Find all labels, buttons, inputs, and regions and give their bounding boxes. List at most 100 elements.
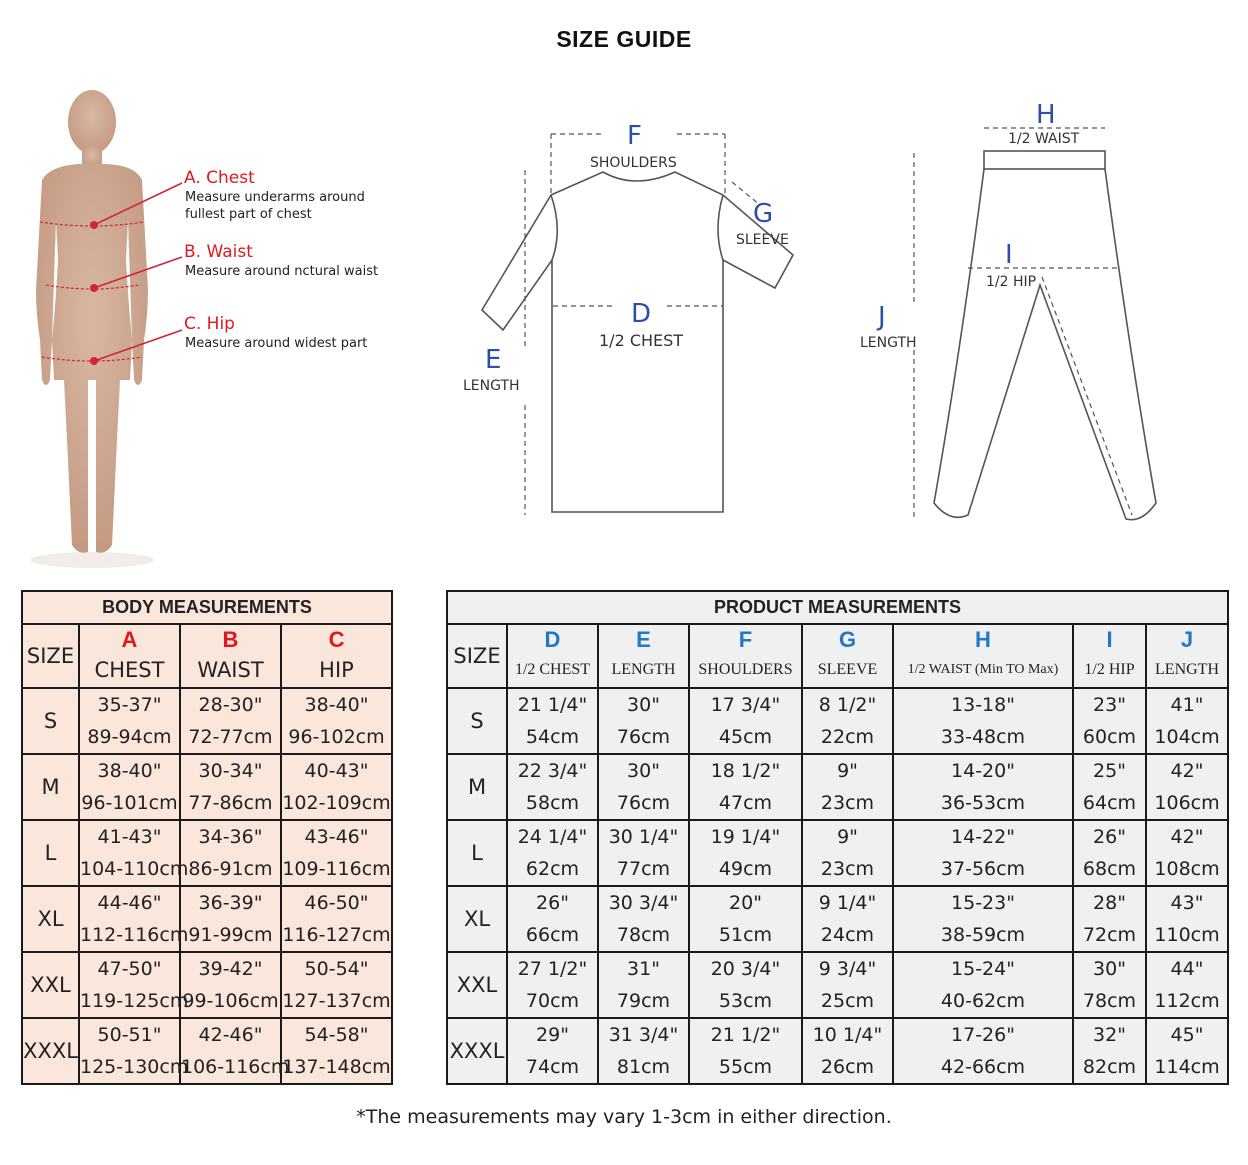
cm-value: 38-59cm bbox=[940, 924, 1026, 946]
inch-value: 46-50" bbox=[304, 892, 369, 914]
measurement-cell: 15-23"38-59cm bbox=[892, 885, 1074, 953]
measurement-cell: 42"106cm bbox=[1144, 753, 1230, 821]
cm-value: 82cm bbox=[1082, 1056, 1137, 1078]
inch-value: 26" bbox=[536, 892, 569, 914]
half-chest-header: D 1/2 CHEST bbox=[506, 623, 599, 689]
cm-value: 137-148cm bbox=[282, 1056, 391, 1078]
cm-value: 112-116cm bbox=[80, 924, 189, 946]
shirt-length-letter: E bbox=[485, 345, 501, 375]
measurement-cell: 22 3/4"58cm bbox=[506, 753, 599, 821]
measurement-cell: 34-36"86-91cm bbox=[179, 819, 282, 887]
measurement-cell: 31 3/4"81cm bbox=[597, 1017, 690, 1085]
cm-value: 23cm bbox=[820, 858, 875, 880]
inch-value: 17 3/4" bbox=[710, 694, 781, 716]
inch-value: 9 1/4" bbox=[818, 892, 877, 914]
size-cell: XXL bbox=[446, 951, 508, 1019]
column-letter: B bbox=[222, 627, 239, 652]
cm-value: 112cm bbox=[1154, 990, 1220, 1012]
pants-outline bbox=[933, 150, 1157, 521]
chest-desc-2: fullest part of chest bbox=[185, 207, 312, 222]
inch-value: 50-54" bbox=[304, 958, 369, 980]
cm-value: 91-99cm bbox=[188, 924, 273, 946]
inch-value: 24 1/4" bbox=[517, 826, 588, 848]
cm-value: 104cm bbox=[1154, 726, 1220, 748]
column-letter: E bbox=[636, 627, 651, 652]
size-cell: S bbox=[21, 687, 80, 755]
cm-value: 104-110cm bbox=[80, 858, 189, 880]
measurement-cell: 30"76cm bbox=[597, 687, 690, 755]
cm-value: 51cm bbox=[718, 924, 773, 946]
measurement-cell: 20 3/4"53cm bbox=[688, 951, 803, 1019]
cm-value: 125-130cm bbox=[80, 1056, 189, 1078]
sleeve-letter: G bbox=[753, 199, 773, 229]
cm-value: 78cm bbox=[616, 924, 671, 946]
page-title: SIZE GUIDE bbox=[556, 26, 692, 52]
measurement-cell: 14-20"36-53cm bbox=[892, 753, 1074, 821]
body-measurements-table: BODY MEASUREMENTS SIZE A CHEST B WAIST C… bbox=[20, 590, 394, 1085]
human-silhouette bbox=[36, 90, 148, 553]
measurement-cell: 9 1/4"24cm bbox=[801, 885, 894, 953]
measurement-cell: 15-24"40-62cm bbox=[892, 951, 1074, 1019]
inch-value: 20" bbox=[729, 892, 762, 914]
sleeve-header: G SLEEVE bbox=[801, 623, 894, 689]
pants-diagram: H 1/2 WAIST I 1/2 HIP J LENGTH bbox=[860, 100, 1157, 521]
cm-value: 25cm bbox=[820, 990, 875, 1012]
inch-value: 38-40" bbox=[97, 760, 162, 782]
cm-value: 108cm bbox=[1154, 858, 1220, 880]
size-cell: XL bbox=[21, 885, 80, 953]
column-label: LENGTH bbox=[1155, 661, 1219, 678]
tshirt-diagram: F SHOULDERS G SLEEVE D 1/2 CHEST E LENGT… bbox=[463, 121, 795, 515]
inch-value: 47-50" bbox=[97, 958, 162, 980]
measurement-cell: 27 1/2"70cm bbox=[506, 951, 599, 1019]
footnote: *The measurements may vary 1-3cm in eith… bbox=[356, 1106, 892, 1128]
cm-value: 114cm bbox=[1154, 1056, 1220, 1078]
measurement-cell: 23"60cm bbox=[1072, 687, 1147, 755]
chest-dot bbox=[90, 221, 98, 229]
pants-length-label: LENGTH bbox=[860, 335, 917, 351]
chest-desc-1: Measure underarms around bbox=[185, 190, 365, 205]
measurement-cell: 45"114cm bbox=[1144, 1017, 1230, 1085]
measurement-cell: 32"82cm bbox=[1072, 1017, 1147, 1085]
inch-value: 44" bbox=[1170, 958, 1204, 980]
measurement-cell: 43-46" 109-116cm bbox=[279, 819, 394, 887]
cm-value: 40-62cm bbox=[940, 990, 1026, 1012]
measurement-cell: 31"79cm bbox=[597, 951, 690, 1019]
inch-value: 30" bbox=[627, 694, 660, 716]
inch-value: 35-37" bbox=[97, 694, 162, 716]
measurement-cell: 17-26"42-66cm bbox=[892, 1017, 1074, 1085]
cm-value: 96-102cm bbox=[288, 726, 385, 748]
inch-value: 43-46" bbox=[304, 826, 369, 848]
cm-value: 109-116cm bbox=[282, 858, 391, 880]
product-table-title: PRODUCT MEASUREMENTS bbox=[445, 590, 1230, 625]
measurement-cell: 10 1/4"26cm bbox=[801, 1017, 894, 1085]
half-waist-letter: H bbox=[1036, 100, 1056, 130]
column-label: CHEST bbox=[94, 658, 165, 682]
cm-value: 47cm bbox=[718, 792, 773, 814]
measurement-cell: 9 3/4"25cm bbox=[801, 951, 894, 1019]
size-header: SIZE bbox=[446, 623, 508, 689]
cm-value: 53cm bbox=[718, 990, 773, 1012]
inch-value: 41-43" bbox=[97, 826, 162, 848]
cm-value: 96-101cm bbox=[81, 792, 178, 814]
product-table-header: SIZE D 1/2 CHEST E LENGTH F SHOULDERS G … bbox=[446, 623, 1230, 689]
cm-value: 58cm bbox=[525, 792, 580, 814]
measurement-cell: 50-51" 125-130cm bbox=[78, 1017, 189, 1085]
measurement-cell: 8 1/2"22cm bbox=[801, 687, 894, 755]
measurement-cell: 30"76cm bbox=[597, 753, 690, 821]
cm-value: 22cm bbox=[820, 726, 875, 748]
inch-value: 21 1/4" bbox=[517, 694, 588, 716]
measurement-cell: 30"78cm bbox=[1072, 951, 1147, 1019]
cm-value: 116-127cm bbox=[282, 924, 391, 946]
inch-value: 28" bbox=[1093, 892, 1126, 914]
body-table-header: SIZE A CHEST B WAIST C HIP bbox=[21, 623, 394, 689]
inch-value: 50-51" bbox=[97, 1024, 162, 1046]
measurement-cell: 42"108cm bbox=[1144, 819, 1230, 887]
size-cell: L bbox=[446, 819, 508, 887]
inch-value: 43" bbox=[1170, 892, 1204, 914]
inch-value: 21 1/2" bbox=[710, 1024, 781, 1046]
cm-value: 55cm bbox=[718, 1056, 773, 1078]
column-label: HIP bbox=[319, 658, 354, 682]
